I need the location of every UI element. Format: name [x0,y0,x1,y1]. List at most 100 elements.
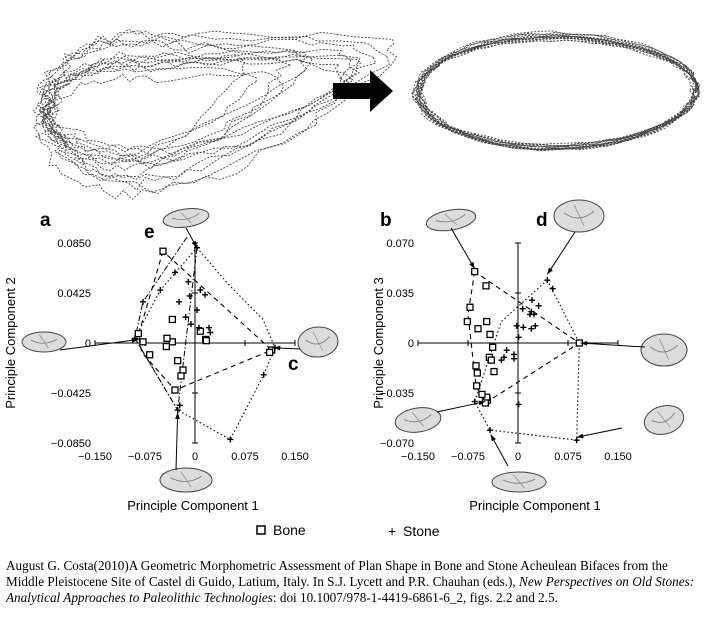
y-tick-label: −0.070 [380,438,414,450]
bone-hull [467,271,581,404]
unaligned-outline [41,51,361,162]
legend-plus-marker: + [388,523,396,539]
bone-point [266,348,274,357]
bone-point [490,367,498,376]
bone-point [177,372,185,380]
stone-point [531,311,537,318]
stone-point [515,401,522,408]
stone-point [544,277,551,284]
bone-point [489,343,497,351]
biface-drawing-icon [21,331,67,353]
x-tick-label: 0.075 [554,451,582,463]
unaligned-outline [35,55,357,195]
panel-letter-b: b [380,210,392,231]
bone-point [196,327,204,335]
stone-point [519,305,526,312]
stone-point [188,321,194,328]
y-tick-label: 0.035 [386,288,414,300]
aligned-outline [418,36,700,148]
unaligned-outline [36,38,308,172]
bone-point [487,356,495,364]
biface-drawing-icon [491,471,547,493]
stone-hull [134,247,276,441]
x-tick-label: 0 [515,451,521,463]
aligned-outline [417,37,698,146]
unaligned-outline [46,65,257,165]
panel-letter-a: a [40,210,51,231]
stone-point [182,314,189,321]
pointer-arrowhead [191,240,197,248]
caption-author: August G. Costa(2010) [6,558,129,573]
biface-drawing-icon [640,333,688,367]
biface-scar-line [170,476,202,482]
unaligned-outline [42,36,377,156]
biface-scar-line [502,478,536,484]
unaligned-outline [42,71,285,179]
aligned-outline [419,32,699,150]
biface-scar-line [651,412,675,423]
pointer-arrowhead [490,434,496,442]
biface-scar-line [403,414,432,423]
stone-point [503,347,510,354]
bone-point [139,338,147,346]
bone-point [174,356,182,365]
stone-point [176,402,183,409]
x-axis-title-b: Principle Component 1 [469,498,601,513]
unaligned-outlines [32,28,398,201]
bone-point [466,303,474,311]
pointer-line [546,231,576,275]
biface-scar-line [649,344,679,353]
unaligned-outline [38,30,398,167]
bone-point [474,325,482,333]
stone-point [174,407,181,414]
stone-point [194,307,200,314]
bone-point [179,366,187,374]
aligned-outline [414,37,695,150]
bone-point [478,390,486,399]
stone-point [176,298,182,305]
unaligned-outline [32,39,354,201]
biface-scar-line [435,214,466,223]
stone-point [515,334,522,341]
pointer-line [436,401,486,413]
y-tick-label: −0.0425 [51,388,91,400]
biface-drawing-icon [297,326,339,358]
stone-point [207,329,214,336]
bone-point [146,351,154,359]
pointer-line [175,412,179,471]
aligned-outline [411,35,701,151]
biface-scar-line [659,338,669,360]
bone-point [482,282,490,290]
pca-plot-a: a e c Principle Component 1 Principle Co… [3,210,299,513]
callout-letter-e: e [144,222,155,243]
bone-point [473,382,481,390]
y-axis-title-a: Principle Component 2 [3,277,18,409]
stone-point [197,287,204,294]
legend-label-bone: Bone [273,522,306,538]
biface-drawing-icon [553,199,605,233]
caption-title: A Geometric Morphometric Assessment of P… [6,558,668,589]
bone-point [163,334,171,342]
x-tick-label: −0.075 [128,451,162,463]
biface-drawing-icon [425,208,477,232]
biface-drawing-icon [643,405,685,435]
pointer-arrowhead [469,261,475,269]
stone-point [513,322,520,329]
pointer-arrowhead [273,345,281,351]
x-tick-label: 0.150 [604,451,632,463]
biface-drawing-icon [394,407,442,433]
biface-scar-line [657,411,671,428]
bone-point [483,317,491,326]
stone-point [227,436,234,443]
y-axis-title-b: Principle Component 3 [371,277,386,409]
callout-letter-d: d [536,210,548,231]
biface-drawing-icon [159,467,213,493]
bone-point [481,399,489,407]
caption-doi: : doi 10.1007/978-1-4419-6861-6_2, figs.… [272,590,558,605]
biface-scar-line [412,412,424,427]
pointer-line [576,427,623,438]
y-tick-label: −0.0850 [51,438,91,450]
